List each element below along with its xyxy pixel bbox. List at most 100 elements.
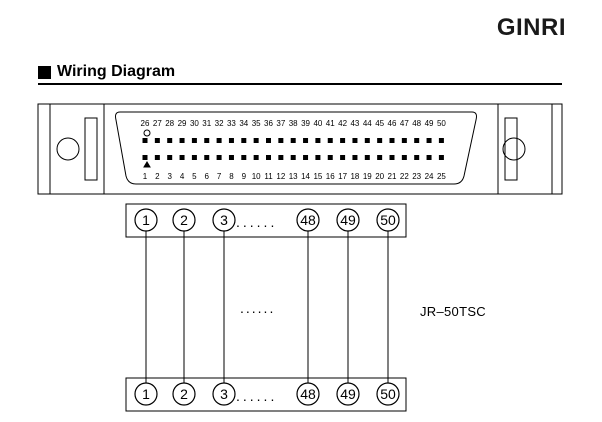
top-terminal-circle [212, 208, 236, 232]
bottom-pin [327, 155, 333, 160]
top-pin-label: 42 [338, 119, 347, 128]
bottom-pin-label: 24 [425, 172, 434, 181]
bottom-pin-label: 6 [205, 172, 210, 181]
top-pin-label: 40 [313, 119, 322, 128]
top-pin-label: 48 [412, 119, 421, 128]
bottom-pin [364, 155, 370, 160]
top-pin [303, 138, 309, 143]
bottom-pin-label: 18 [350, 172, 359, 181]
top-pin [340, 138, 346, 143]
bottom-pin [401, 155, 407, 160]
brand-logo: GINRI [496, 14, 566, 41]
bottom-pin-label: 1 [143, 172, 148, 181]
top-terminal-circle [296, 208, 320, 232]
bottom-pin-label: 11 [264, 172, 273, 181]
connector-right-ear [497, 103, 553, 195]
top-pin [438, 138, 444, 143]
pin26-marker-icon [143, 129, 151, 137]
top-pin-label: 32 [215, 119, 224, 128]
top-pin-label: 47 [400, 119, 409, 128]
bottom-pin [253, 155, 259, 160]
bottom-pin [377, 155, 383, 160]
bottom-pin-row [142, 155, 444, 160]
bottom-terminal-circle [336, 382, 360, 406]
bottom-pin [278, 155, 284, 160]
section-square-icon [38, 65, 51, 79]
section-divider [38, 83, 562, 85]
top-pin [204, 138, 210, 143]
bottom-pin-label: 14 [301, 172, 310, 181]
top-pin-label: 49 [425, 119, 434, 128]
bottom-pin [340, 155, 346, 160]
top-pin-label: 43 [350, 119, 359, 128]
bottom-pin-label: 22 [400, 172, 409, 181]
top-pin [179, 138, 185, 143]
bottom-pin-label: 5 [192, 172, 197, 181]
top-pin [167, 138, 173, 143]
bottom-pin-label: 17 [338, 172, 347, 181]
bottom-terminal-label: 2 [180, 386, 188, 402]
top-pin-label: 38 [289, 119, 298, 128]
top-pin-row [142, 138, 444, 143]
pin1-marker-icon [143, 161, 151, 168]
top-pin [389, 138, 395, 143]
connector [37, 103, 563, 195]
bottom-pin-label: 23 [412, 172, 421, 181]
terminal-block-bottom [125, 377, 407, 412]
top-pin [364, 138, 370, 143]
top-terminal-circle [336, 208, 360, 232]
top-pin-label: 31 [202, 119, 211, 128]
top-pin-label: 28 [165, 119, 174, 128]
bottom-pin [191, 155, 197, 160]
bottom-pin [352, 155, 358, 160]
top-pin-label: 27 [153, 119, 162, 128]
top-pin-label: 33 [227, 119, 236, 128]
bottom-pin [216, 155, 222, 160]
bottom-pin-label: 19 [363, 172, 372, 181]
top-pin-label: 45 [375, 119, 384, 128]
bottom-pin-label: 7 [217, 172, 222, 181]
bottom-terminal-label: 50 [380, 386, 396, 402]
bottom-pin [426, 155, 432, 160]
bottom-pin-label: 4 [180, 172, 185, 181]
model-label: JR–50TSC [420, 304, 486, 319]
bottom-terminal-circle [172, 382, 196, 406]
middle-ellipsis: ...... [240, 300, 276, 316]
wires [145, 231, 389, 383]
top-pin [426, 138, 432, 143]
top-pin [352, 138, 358, 143]
bottom-terminal-label: 3 [220, 386, 228, 402]
section-title: Wiring Diagram [57, 63, 176, 80]
top-terminal-label: 49 [340, 212, 356, 228]
bottom-terminal-circle [212, 382, 236, 406]
bottom-pin [204, 155, 210, 160]
bottom-pin [167, 155, 173, 160]
bottom-pin-label: 2 [155, 172, 160, 181]
top-terminal-label: 2 [180, 212, 188, 228]
top-pin [401, 138, 407, 143]
bottom-pin-label: 10 [252, 172, 261, 181]
top-terminal-label: 50 [380, 212, 396, 228]
bottom-pin [290, 155, 296, 160]
bottom-pin [241, 155, 247, 160]
top-terminal-ellipsis: ...... [236, 214, 277, 230]
top-terminal-circle [172, 208, 196, 232]
top-terminal-label: 48 [300, 212, 316, 228]
bottom-terminal-label: 48 [300, 386, 316, 402]
top-terminal-circle [134, 208, 158, 232]
top-pin [327, 138, 333, 143]
bottom-pin-label: 12 [276, 172, 285, 181]
top-pin [414, 138, 420, 143]
bottom-pin [266, 155, 271, 160]
bottom-pin-label: 21 [388, 172, 397, 181]
bottom-terminal-ellipsis: ...... [236, 388, 277, 404]
top-pin [266, 138, 271, 143]
top-pin [216, 138, 222, 143]
top-pin [278, 138, 284, 143]
section-heading: Wiring Diagram [38, 63, 175, 81]
top-pin-label: 41 [326, 119, 335, 128]
